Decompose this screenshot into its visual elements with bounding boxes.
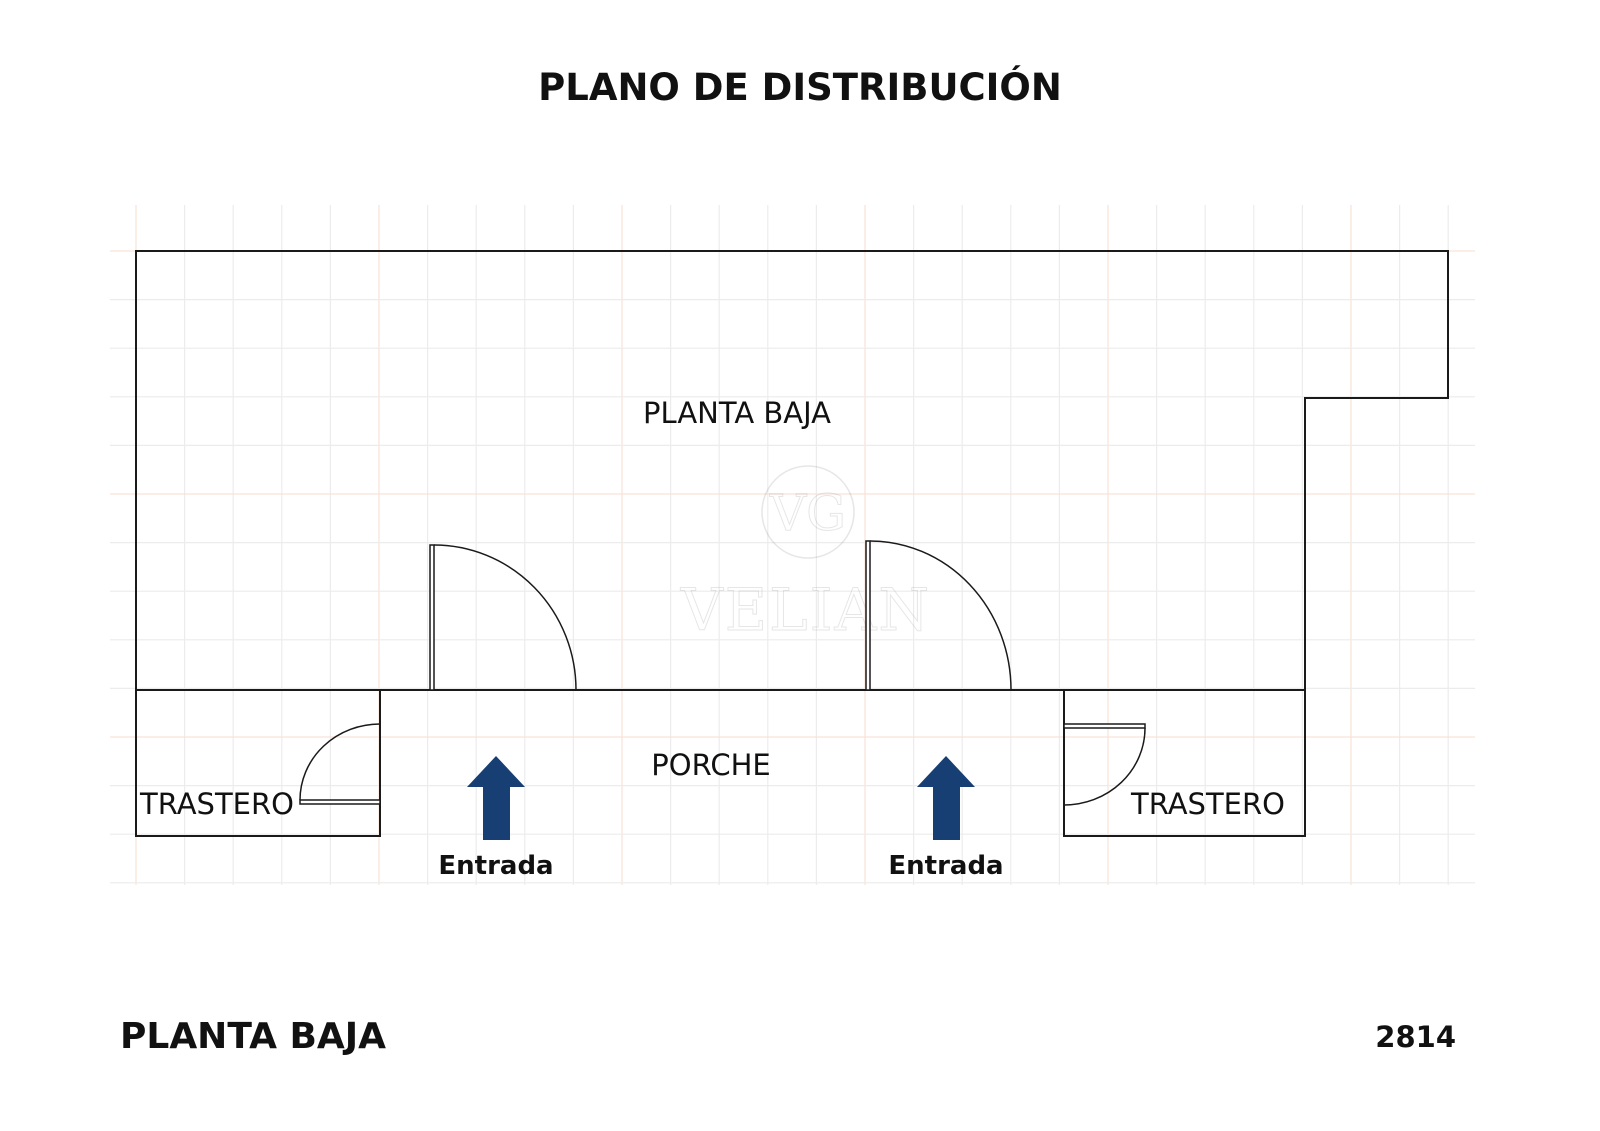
entrance-label: Entrada [438, 851, 554, 881]
grid [110, 205, 1475, 885]
page-title: PLANO DE DISTRIBUCIÓN [538, 66, 1062, 109]
watermark: VG VELIAN [679, 465, 931, 645]
svg-text:VG: VG [769, 484, 846, 542]
floor-name: PLANTA BAJA [120, 1016, 387, 1057]
door-right [865, 540, 1012, 691]
entrance-arrow-icon [467, 756, 525, 840]
room-label-main: PLANTA BAJA [643, 396, 831, 430]
reference-number: 2814 [1375, 1020, 1456, 1054]
room-label-storage-right: TRASTERO [1131, 787, 1285, 821]
entrance-label: Entrada [888, 851, 1004, 881]
door-storage-left [299, 723, 381, 805]
door-left [429, 544, 577, 691]
storage-left-walls [135, 689, 381, 837]
door-storage-right [1063, 723, 1146, 806]
entrance-arrow-icon [917, 756, 975, 840]
storage-right-walls [1063, 689, 1306, 837]
room-label-porch: PORCHE [651, 748, 771, 782]
svg-text:VELIAN: VELIAN [680, 576, 931, 644]
room-label-storage-left: TRASTERO [140, 787, 294, 821]
